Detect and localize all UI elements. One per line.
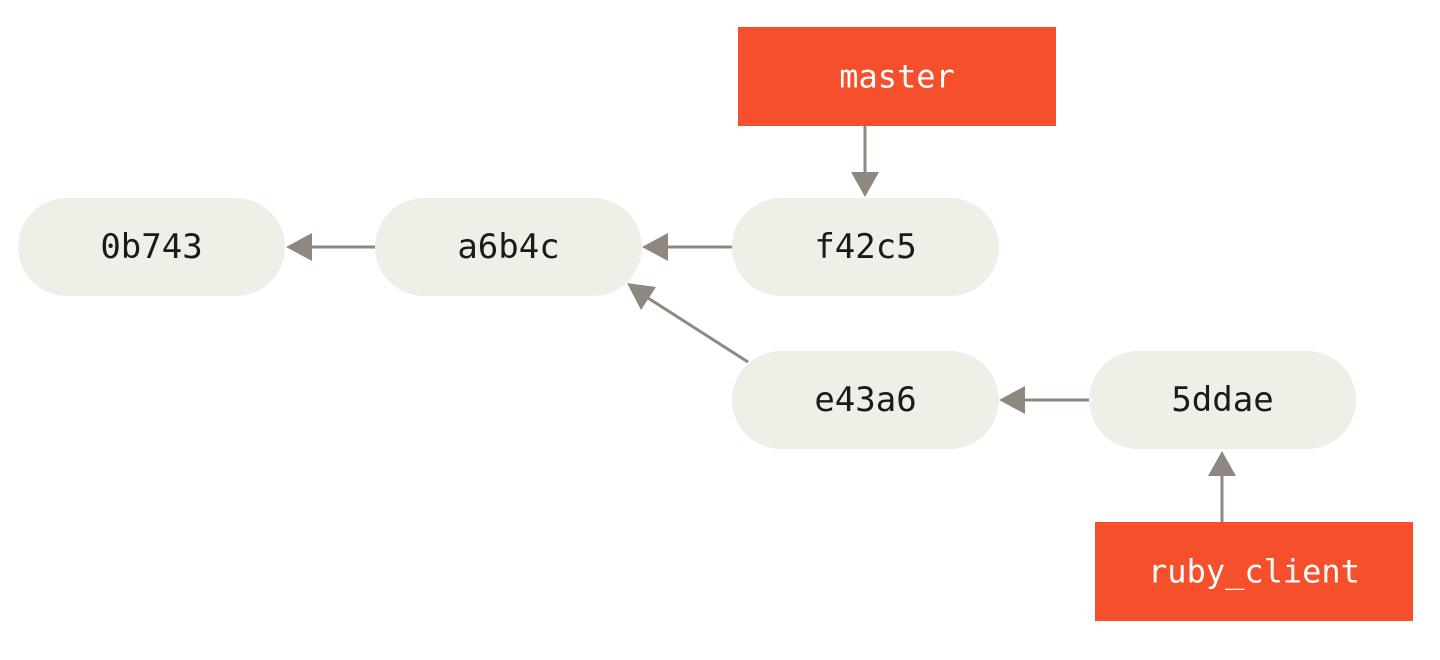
branch-name: ruby_client bbox=[1148, 553, 1360, 591]
arrowhead-f42c5 bbox=[851, 172, 879, 197]
commit-hash: 5ddae bbox=[1171, 380, 1273, 420]
commit-node bbox=[375, 198, 642, 296]
commit-hash: 0b743 bbox=[100, 227, 202, 267]
commit-0b743: 0b743 bbox=[18, 198, 285, 296]
commit-f42c5: f42c5 bbox=[732, 198, 999, 296]
commit-5ddae: 5ddae bbox=[1089, 351, 1356, 449]
commit-arrows bbox=[286, 126, 1236, 522]
branch-name: master bbox=[839, 58, 955, 96]
commit-node bbox=[732, 351, 999, 449]
commit-e43a6: e43a6 bbox=[732, 351, 999, 449]
branch-box bbox=[738, 27, 1056, 126]
branch-ruby-client: ruby_client bbox=[1095, 522, 1413, 621]
commit-a6b4c: a6b4c bbox=[375, 198, 642, 296]
arrowhead-a6b4c bbox=[642, 233, 668, 261]
arrow-e43a6-to-a6b4c bbox=[647, 296, 749, 364]
commit-node bbox=[732, 198, 999, 296]
commit-hash: e43a6 bbox=[814, 380, 916, 420]
arrowhead-a6b4c-diagonal bbox=[627, 283, 656, 310]
arrowhead-0b743 bbox=[286, 233, 312, 261]
commit-hash: f42c5 bbox=[814, 227, 916, 267]
commit-hash: a6b4c bbox=[457, 227, 559, 267]
branch-master: master bbox=[738, 27, 1056, 126]
branch-box bbox=[1095, 522, 1413, 621]
commit-node bbox=[1089, 351, 1356, 449]
arrowhead-5ddae bbox=[1208, 451, 1236, 476]
commit-node bbox=[18, 198, 285, 296]
arrowhead-e43a6 bbox=[999, 386, 1025, 414]
